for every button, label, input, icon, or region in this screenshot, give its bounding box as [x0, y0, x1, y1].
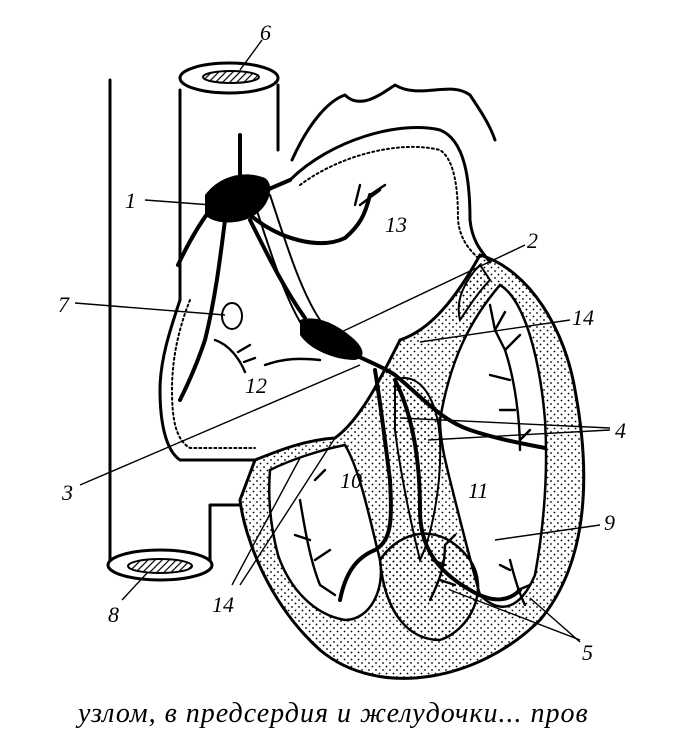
atrial-branch-12 [213, 338, 257, 374]
leader-9 [494, 524, 601, 541]
leader-7 [74, 302, 226, 316]
leader-4a [399, 417, 611, 429]
leader-5a [449, 589, 581, 641]
inferior-vena-cava [108, 78, 242, 567]
mitral-valve-leaflet [457, 263, 492, 323]
label-11: 11 [468, 478, 488, 503]
apex-purkinje [428, 533, 532, 607]
leader-3 [79, 364, 361, 486]
label-14-bottom: 14 [212, 592, 234, 617]
left-atrium-outline [288, 126, 492, 264]
right-atrium-wall [158, 298, 257, 462]
label-7: 7 [58, 292, 70, 317]
label-6: 6 [260, 20, 271, 45]
label-4: 4 [615, 418, 626, 443]
caption-text: узлом, в предсердия и желудочки... пров [78, 698, 589, 729]
sinoatrial-fibers [176, 133, 372, 402]
label-3: 3 [61, 480, 73, 505]
atrial-septum [269, 194, 321, 321]
left-atrium-inner [299, 145, 479, 259]
superior-vena-cava-lumen [202, 70, 260, 84]
label-10: 10 [340, 468, 362, 493]
leader-6 [239, 39, 263, 71]
atrial-branch-13 [353, 183, 387, 207]
av-node-branch [263, 357, 322, 367]
label-2: 2 [527, 228, 538, 253]
leader-5b [529, 597, 581, 643]
label-9: 9 [604, 510, 615, 535]
right-ventricle-cavity [268, 443, 383, 622]
inferior-vena-cava-lumen [127, 558, 193, 574]
leader-8 [121, 571, 149, 601]
label-8: 8 [108, 602, 119, 627]
sinoatrial-node [205, 174, 271, 223]
left-ventricle-cavity [438, 283, 548, 608]
right-bundle-branch [338, 368, 393, 602]
right-atrium-inner [171, 299, 256, 449]
leader-4b [427, 429, 611, 441]
right-ventricle-purkinje [293, 468, 337, 597]
coronary-sinus-opening [221, 302, 243, 330]
leader-1 [144, 199, 213, 206]
label-5: 5 [582, 640, 593, 665]
atrioventricular-node [300, 318, 363, 360]
label-13: 13 [385, 212, 407, 237]
leader-14c [239, 437, 336, 586]
aorta-outline [290, 83, 497, 162]
label-1: 1 [125, 188, 136, 213]
internodal-tract [248, 218, 307, 320]
leader-2 [334, 244, 526, 336]
label-14-top: 14 [572, 305, 594, 330]
leader-14b [231, 457, 301, 586]
label-12: 12 [245, 373, 267, 398]
leader-14a [419, 319, 571, 343]
left-bundle-branch [393, 373, 547, 602]
bundle-of-his [353, 353, 397, 377]
